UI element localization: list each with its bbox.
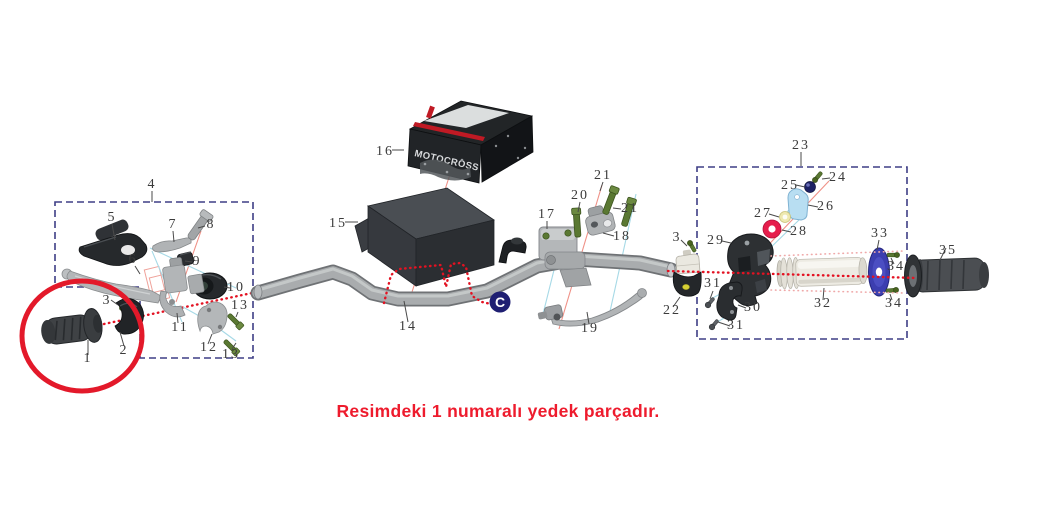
part-31-screw-lower xyxy=(707,318,721,332)
alignment-dotted-pink xyxy=(770,250,905,294)
part-8-pivot-bolt xyxy=(187,209,214,241)
callout-group-23: 23 xyxy=(792,138,810,153)
c-center-mark: C xyxy=(489,291,511,313)
part-18-lever-knuckle xyxy=(585,205,616,236)
callout-part-6: 6 xyxy=(129,252,138,267)
callout-part-1: 1 xyxy=(84,351,93,366)
callout-part-18: 18 xyxy=(613,229,631,244)
callout-part-7: 7 xyxy=(169,217,178,232)
part-32-throttle-tube xyxy=(776,256,868,290)
part-15-pad-box xyxy=(354,187,495,287)
part-26-cam-plate xyxy=(787,188,809,221)
callout-part-19: 19 xyxy=(581,321,599,336)
part-11-perch-body xyxy=(159,257,205,318)
callout-part-34-upper: 34 xyxy=(887,259,905,274)
callout-group-4: 4 xyxy=(148,177,157,192)
callout-part-21-upper: 21 xyxy=(594,168,612,183)
part-22-switch-assembly xyxy=(672,249,702,297)
part-19-brake-lever xyxy=(537,288,647,327)
callout-part-16: 16 xyxy=(376,144,394,159)
callout-part-35: 35 xyxy=(939,243,957,258)
callout-part-5: 5 xyxy=(108,210,117,225)
callout-part-24: 24 xyxy=(829,170,847,185)
callout-part-32: 32 xyxy=(814,296,832,311)
part-7-adjuster-lever xyxy=(152,237,192,253)
callout-part-2: 2 xyxy=(120,343,129,358)
callout-part-34-lower: 34 xyxy=(885,296,903,311)
gasket-outline-1 xyxy=(143,265,166,294)
part-12-clamp-half xyxy=(197,301,228,335)
part-33-throttle-disc xyxy=(868,247,890,297)
callout-part-21-right: 21 xyxy=(621,201,639,216)
part-5-lever-cover xyxy=(78,219,148,266)
callout-part-12: 12 xyxy=(200,340,218,355)
callout-part-22: 22 xyxy=(663,303,681,318)
part-16-motocross-box: MOTOCROSS xyxy=(407,100,534,184)
part-21-bolt-upper xyxy=(600,184,620,217)
callout-part-33: 33 xyxy=(871,226,889,241)
callout-part-3-left: 3 xyxy=(103,293,112,308)
callout-part-31-upper: 31 xyxy=(704,276,722,291)
callout-part-31-lower: 31 xyxy=(727,318,745,333)
callout-part-9: 9 xyxy=(193,254,202,269)
callout-labels: 1 2 3 4 5 6 7 8 9 10 11 12 13 13 14 15 1… xyxy=(84,138,957,366)
part-14-handlebar xyxy=(250,251,679,307)
callout-part-20: 20 xyxy=(571,188,589,203)
callout-part-3-right: 3 xyxy=(673,230,682,245)
part-34-screw-upper xyxy=(886,252,900,258)
part-24-screw xyxy=(811,170,824,184)
part-35-right-grip xyxy=(904,254,989,298)
part-30-clamp-half xyxy=(716,281,743,321)
part-28-red-washer xyxy=(762,219,782,239)
group-23-dashed-box xyxy=(696,166,908,340)
c-mark-letter: C xyxy=(495,294,505,310)
callout-part-27: 27 xyxy=(754,206,772,221)
callout-part-26: 26 xyxy=(817,199,835,214)
part-27-washer xyxy=(779,211,791,223)
callout-part-25: 25 xyxy=(781,178,799,193)
part-13-screw-upper xyxy=(225,311,245,331)
part-17-master-cylinder xyxy=(498,226,592,288)
callout-part-15: 15 xyxy=(329,216,347,231)
part-25-nut xyxy=(804,181,816,193)
callout-part-13-upper: 13 xyxy=(231,298,249,313)
callout-part-28: 28 xyxy=(790,224,808,239)
callout-part-13-lower: 13 xyxy=(222,347,240,362)
pad-position-dotted-outline xyxy=(382,261,493,306)
axis-dotted-right xyxy=(666,269,919,280)
callout-part-11: 11 xyxy=(171,320,188,335)
callout-part-17: 17 xyxy=(538,207,556,222)
callout-part-30: 30 xyxy=(744,300,762,315)
callout-leader-lines xyxy=(87,149,947,355)
callout-part-8: 8 xyxy=(207,217,216,232)
caption-text: Resimdeki 1 numaralı yedek parçadır. xyxy=(336,401,659,421)
callout-part-10: 10 xyxy=(227,280,245,295)
spare-part-highlight-circle xyxy=(19,278,145,394)
callout-part-14: 14 xyxy=(399,319,417,334)
callout-part-29: 29 xyxy=(707,233,725,248)
part-1-left-grip xyxy=(41,308,103,345)
